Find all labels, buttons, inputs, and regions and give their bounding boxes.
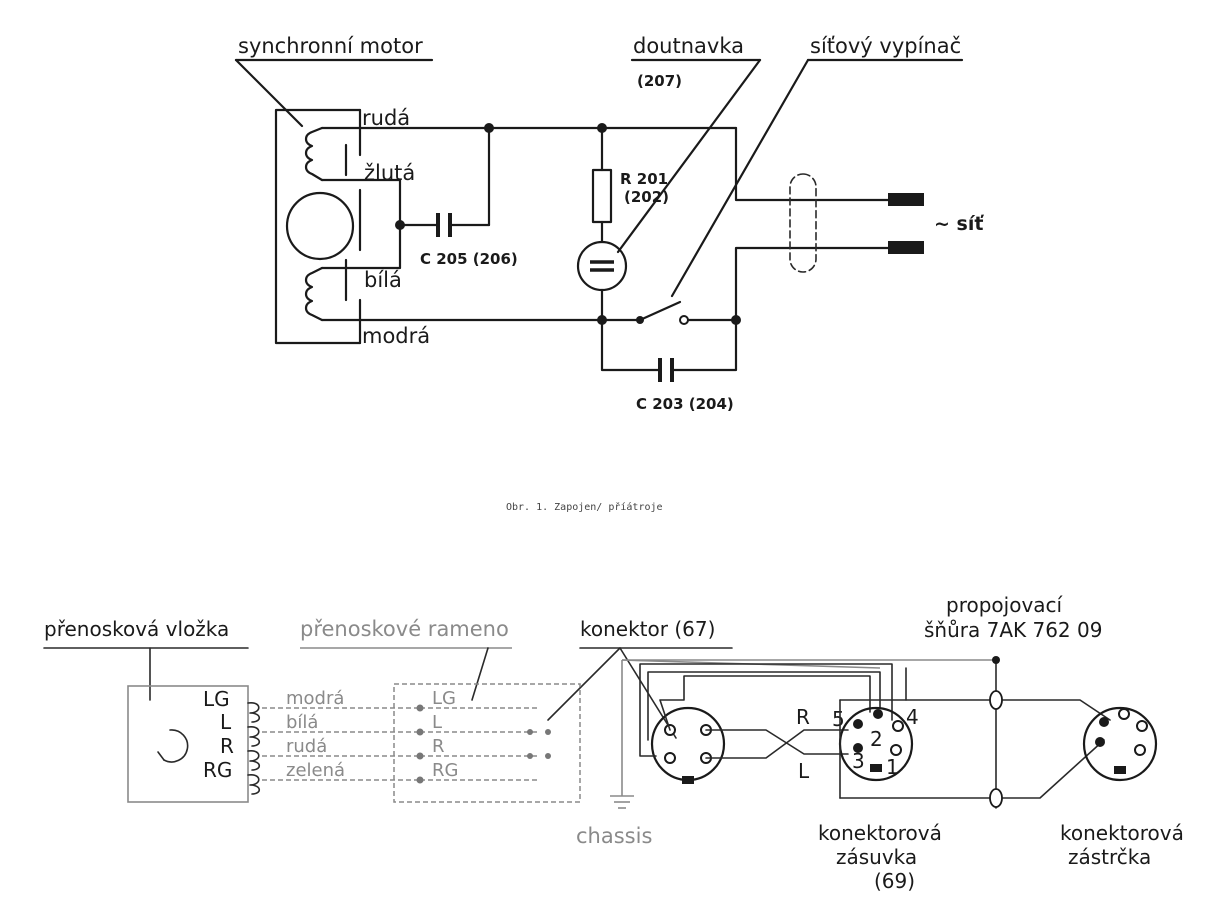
wire-label-modra-bottom: modrá: [286, 688, 344, 709]
wire-label-zluta: žlutá: [364, 161, 415, 185]
crossover-label-r: R: [796, 705, 810, 729]
label-zasuvka-3: (69): [874, 869, 915, 893]
pin-label-l: L: [220, 710, 232, 734]
synchronous-motor-symbol: [274, 108, 362, 345]
label-doutnavka: doutnavka: [633, 34, 744, 58]
label-synchronni-motor: synchronní motor: [238, 34, 423, 58]
wire-label-bila-bottom: bílá: [286, 712, 318, 733]
mains-plug: [789, 173, 924, 273]
label-c203: C 203 (204): [636, 395, 734, 413]
arm-label-r: R: [432, 736, 445, 757]
mains-switch: [636, 300, 689, 325]
arm-label-l: L: [432, 712, 442, 733]
label-propojovaci-2: šňůra 7AK 762 09: [924, 618, 1102, 642]
crossover-label-l: L: [798, 759, 810, 783]
capacitor-c203: [658, 358, 674, 382]
label-doutnavka-ref: (207): [637, 72, 682, 90]
label-zasuvka-2: zásuvka: [836, 845, 917, 869]
pin-5: 5: [832, 707, 845, 731]
cartridge-box: [127, 685, 249, 803]
pin-4: 4: [906, 705, 919, 729]
label-r201: R 201: [620, 170, 668, 188]
label-konektor: konektor (67): [580, 617, 715, 641]
cartridge-clips: [247, 702, 261, 795]
figure-caption: Obr. 1. Zapojen/ příátroje: [506, 501, 663, 513]
label-leaders: [234, 58, 964, 298]
wire-label-ruda-bottom: rudá: [286, 736, 327, 757]
label-prenoskove-rameno: přenoskové rameno: [300, 617, 509, 641]
top-junctions: [395, 123, 741, 325]
arm-terminals: [416, 704, 551, 784]
leader-konektor-1: [547, 647, 621, 721]
connector-wires: [639, 663, 893, 759]
label-c205: C 205 (206): [420, 250, 518, 268]
arm-label-rg: RG: [432, 760, 458, 781]
wire-label-modra: modrá: [362, 324, 430, 348]
label-chassis: chassis: [576, 824, 652, 848]
wire-label-bila: bílá: [364, 268, 402, 292]
arm-box: [393, 683, 581, 803]
label-zasuvka-1: konektorová: [818, 821, 942, 845]
label-r201-ref: (202): [624, 188, 669, 206]
resistor-r201: [591, 168, 613, 224]
arm-label-lg: LG: [432, 688, 456, 709]
label-zastrcka-2: zástrčka: [1068, 845, 1151, 869]
label-zastrcka-1: konektorová: [1060, 821, 1184, 845]
chassis-ground: [610, 659, 996, 809]
label-prenoskova-vlozka: přenosková vložka: [44, 617, 229, 641]
pin-2: 2: [870, 727, 883, 751]
label-propojovaci-1: propojovací: [946, 593, 1064, 617]
cartridge-wiring-diagram: přenosková vložka přenoskové rameno kone…: [43, 593, 1184, 893]
pin-label-r: R: [220, 734, 234, 758]
connector-plug: [1082, 706, 1158, 782]
pin-1: 1: [886, 755, 899, 779]
pin-3: 3: [852, 749, 865, 773]
neon-lamp-doutnavka: [576, 240, 628, 292]
connector-67: [650, 706, 726, 784]
label-sit: ~ síť: [934, 213, 984, 235]
pin-label-rg: RG: [203, 758, 232, 782]
wire-label-zelena-bottom: zelená: [286, 760, 345, 781]
label-sitovy-vypinac: síťový vypínač: [810, 34, 961, 58]
motor-circuit-diagram: synchronní motor doutnavka (207) síťový …: [234, 34, 984, 413]
pin-label-lg: LG: [203, 687, 230, 711]
capacitor-c205: [436, 213, 452, 237]
wire-label-ruda: rudá: [362, 106, 410, 130]
leader-rameno: [471, 647, 489, 701]
